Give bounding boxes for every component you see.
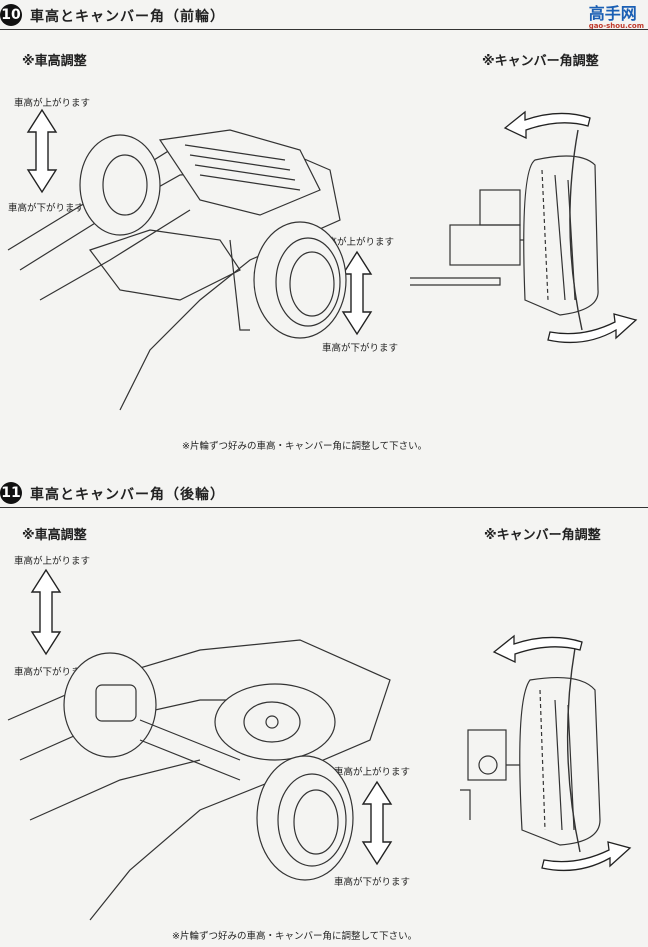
rear-camber-drawing [460,647,601,853]
double-arrow-icon [361,780,393,866]
double-arrow-icon [30,568,62,656]
ride-height-label: ※車高調整 [22,528,87,543]
height-up-label: 車高が上がります [14,98,91,109]
curved-arrow-icon [541,841,632,872]
height-up-label: 車高が上がります [334,767,411,778]
camber-label: ※キャンバー角調整 [482,54,599,69]
front-camber-drawing [410,129,599,331]
step-number: 11 [0,482,22,504]
curved-arrow-icon [547,313,638,344]
height-down-label: 車高が下がります [322,343,399,354]
header-rule [0,506,648,508]
height-down-label: 車高が下がります [14,667,91,678]
rear-chassis-drawing [7,639,391,921]
header-rule [0,28,648,30]
section-rear-header: 11 車高とキャンバー角（後輪） [0,480,648,508]
section-title: 車高とキャンバー角（後輪） [30,487,225,503]
height-up-label: 車高が上がります [318,237,395,248]
watermark: 高手网 gao-shou.com [589,0,644,30]
double-arrow-icon [26,108,58,194]
camber-label: ※キャンバー角調整 [484,528,601,543]
curved-arrow-icon [492,634,583,664]
step-number: 10 [0,4,22,26]
adjust-note: ※片輪ずつ好みの車高・キャンバー角に調整して下さい。 [182,441,428,452]
height-up-label: 車高が上がります [14,556,91,567]
adjust-note: ※片輪ずつ好みの車高・キャンバー角に調整して下さい。 [172,931,418,942]
watermark-text: 高手网 [588,4,637,23]
curved-arrow-icon [503,110,591,140]
ride-height-label: ※車高調整 [22,54,87,69]
double-arrow-icon [341,250,373,336]
height-down-label: 車高が下がります [334,877,411,888]
section-front-header: 10 車高とキャンバー角（前輪） [0,2,648,30]
front-chassis-drawing [7,129,347,411]
section-title: 車高とキャンバー角（前輪） [30,9,225,25]
height-down-label: 車高が下がります [8,203,85,214]
watermark-url: gao-shou.com [588,22,644,30]
